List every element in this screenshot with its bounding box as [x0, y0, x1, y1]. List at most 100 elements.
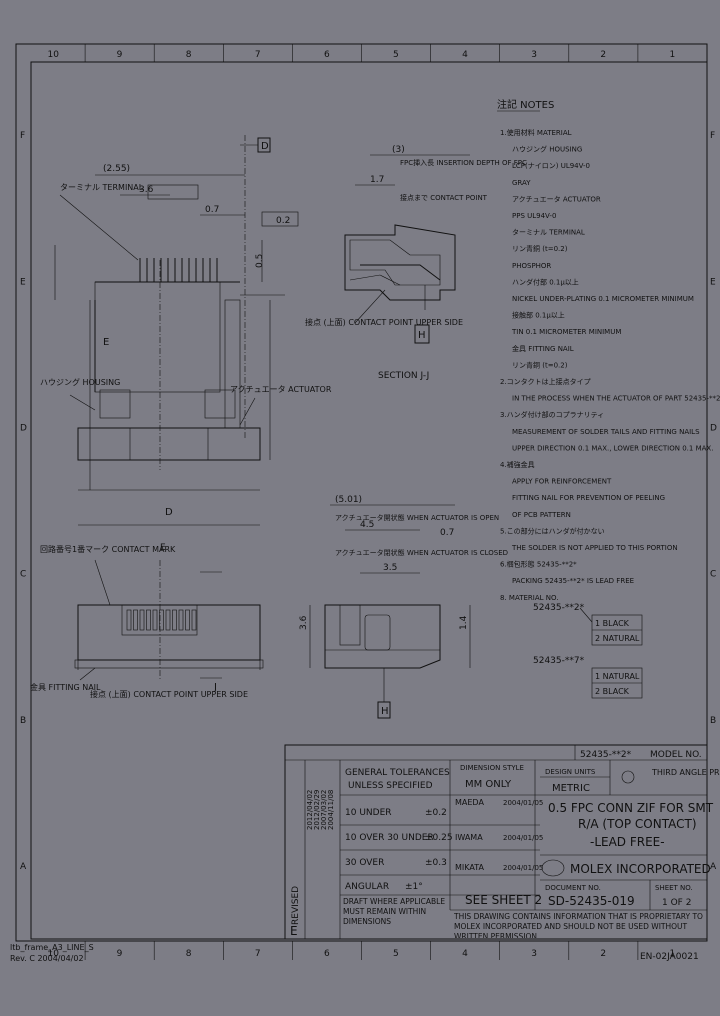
- plan-body: [77, 604, 261, 661]
- terminal-pins: [139, 258, 218, 282]
- col-label-top: 9: [117, 50, 123, 60]
- col-label-top: 3: [531, 50, 537, 60]
- model-no-value: 52435-**2*: [580, 750, 632, 760]
- revision-date: 2012/02/29: [313, 790, 321, 830]
- section-outline: [344, 224, 456, 301]
- datum-h-label-2: H: [381, 706, 389, 717]
- projection-symbol: [621, 770, 635, 784]
- date-drawn: 2004/01/05: [503, 799, 543, 807]
- revision-date: 2012/04/02: [306, 790, 314, 830]
- note-line: THE SOLDER IS NOT APPLIED TO THIS PORTIO…: [511, 544, 678, 552]
- date-checked: 2004/01/05: [503, 834, 543, 842]
- company-name: MOLEX INCORPORATED: [570, 862, 711, 876]
- checked-by: IWAMA: [455, 833, 483, 842]
- footer-revision: Rev. C 2004/04/02: [10, 954, 84, 963]
- row-label-left: F: [20, 131, 25, 141]
- plan-pin: [152, 609, 158, 631]
- note-line: ハウジング HOUSING: [512, 145, 582, 154]
- col-label-top: 7: [255, 50, 261, 60]
- material-group2-title: 52435-**7*: [533, 656, 585, 666]
- row-label-left: A: [20, 862, 27, 872]
- dim-d: D: [165, 507, 173, 518]
- revision-date: 2007/03/02: [320, 790, 328, 830]
- terminal-label: ターミナル TERMINAL: [60, 183, 144, 192]
- note-line: LCP(ナイロン) UL94V-0: [512, 162, 590, 170]
- date-approved: 2004/01/05: [503, 864, 543, 872]
- proprietary-note: THIS DRAWING CONTAINS INFORMATION THAT I…: [454, 912, 703, 938]
- note-line: 6.梱包形態 52435-**2*: [500, 560, 577, 569]
- title-line-3: -LEAD FREE-: [590, 835, 665, 849]
- dim-e-plan: E: [160, 543, 166, 553]
- section-view: (3) FPC挿入長 INSERTION DEPTH OF FPC 1.7 接点…: [305, 145, 527, 381]
- note-line: 金具 FITTING NAIL: [512, 344, 574, 353]
- tol-value-2: ±0.25: [425, 833, 453, 843]
- note-line: OF PCB PATTERN: [512, 511, 571, 519]
- col-label-top: 2: [600, 50, 606, 60]
- drawn-by: MAEDA: [455, 798, 484, 807]
- plan-pin: [178, 609, 184, 631]
- design-units-value: METRIC: [552, 783, 590, 794]
- actuator-closed-label: アクチュエータ閉状態 WHEN ACTUATOR IS CLOSED: [335, 548, 508, 557]
- housing-body: [77, 427, 261, 461]
- plan-pin: [191, 609, 197, 631]
- title-line-2: R/A (TOP CONTACT): [578, 817, 697, 831]
- col-label-bottom: 3: [531, 949, 537, 959]
- fpc-insertion-label: FPC挿入長 INSERTION DEPTH OF FPC: [400, 158, 527, 167]
- plan-pin: [146, 609, 151, 631]
- material-table: 52435-**2* 1 BLACK 2 NATURAL 52435-**7* …: [533, 603, 643, 699]
- note-line: GRAY: [512, 179, 531, 187]
- row-label-right: F: [710, 131, 715, 141]
- angular-tol: ±1°: [405, 882, 423, 892]
- tol-value-3: ±0.3: [425, 858, 447, 868]
- tol-value-1: ±0.2: [425, 808, 447, 818]
- dim-3-6-side: 3.6: [299, 615, 309, 630]
- col-label-top: 1: [669, 50, 675, 60]
- plan-pin: [172, 609, 177, 631]
- draft-note: DRAFT WHERE APPLICABLE MUST REMAIN WITHI…: [343, 897, 445, 926]
- col-label-bottom: 10: [48, 949, 60, 959]
- datum-j-label: J: [213, 682, 217, 693]
- note-line: アクチュエータ ACTUATOR: [512, 194, 601, 203]
- revision-date: 2004/11/08: [327, 790, 335, 830]
- col-label-bottom: 4: [462, 949, 468, 959]
- proprietary-text: THIS DRAWING CONTAINS INFORMATION THAT I…: [454, 912, 703, 938]
- tol-range-3: 30 OVER: [345, 858, 384, 868]
- contact-upper-label-2: 接点 (上面) CONTACT POINT UPPER SIDE: [90, 689, 248, 699]
- note-line: PHOSPHOR: [512, 262, 551, 270]
- col-label-top: 8: [186, 50, 192, 60]
- plan-pin: [126, 609, 132, 631]
- footer-left: ltb_frame_A3_LINE_S Rev. C 2004/04/02: [10, 942, 94, 964]
- dimension-style-label: DIMENSION STYLE: [460, 764, 524, 772]
- material-group2-row1: 1 NATURAL: [595, 672, 640, 681]
- col-label-bottom: 5: [393, 949, 399, 959]
- note-line: PPS UL94V-0: [512, 212, 556, 220]
- actuator-open-label: アクチュエータ開状態 WHEN ACTUATOR IS OPEN: [335, 513, 499, 522]
- dim-0-2: 0.2: [276, 216, 290, 226]
- dim-4-5: 4.5: [360, 520, 374, 530]
- plan-view: 回路番号1番マーク CONTACT MARK E J 金具 FITTING NA…: [30, 543, 264, 699]
- general-tolerance-label: GENERAL TOLERANCES: [345, 768, 450, 778]
- note-line: 接触部 0.1μ以上: [512, 311, 565, 320]
- contact-upper-label: 接点 (上面) CONTACT POINT UPPER SIDE: [305, 317, 463, 327]
- doc-no-label: DOCUMENT NO.: [545, 884, 601, 892]
- contact-point-label: 接点まで CONTACT POINT: [400, 193, 488, 202]
- contact-mark-label: 回路番号1番マーク CONTACT MARK: [40, 544, 176, 554]
- row-label-right: B: [710, 716, 716, 726]
- row-label-right: E: [710, 277, 716, 287]
- row-label-left: B: [20, 716, 26, 726]
- note-line: ハンダ付部 0.1μ以上: [512, 277, 579, 286]
- fitting-nail-label: 金具 FITTING NAIL: [30, 682, 101, 692]
- note-line: PACKING 52435-**2* IS LEAD FREE: [512, 577, 634, 585]
- revision-letter: E: [290, 924, 298, 938]
- projection-label: THIRD ANGLE PROJECTION: [651, 768, 720, 777]
- see-sheet: SEE SHEET 2: [465, 893, 542, 907]
- dim-3-6: 3.6: [139, 185, 154, 195]
- tol-range-1: 10 UNDER: [345, 808, 392, 818]
- note-line: 1.使用材料 MATERIAL: [500, 128, 572, 137]
- plan-pin: [185, 609, 190, 631]
- side-outline: [324, 604, 441, 669]
- note-line: TIN 0.1 MICROMETER MINIMUM: [511, 328, 621, 336]
- datum-h-label: H: [418, 330, 426, 341]
